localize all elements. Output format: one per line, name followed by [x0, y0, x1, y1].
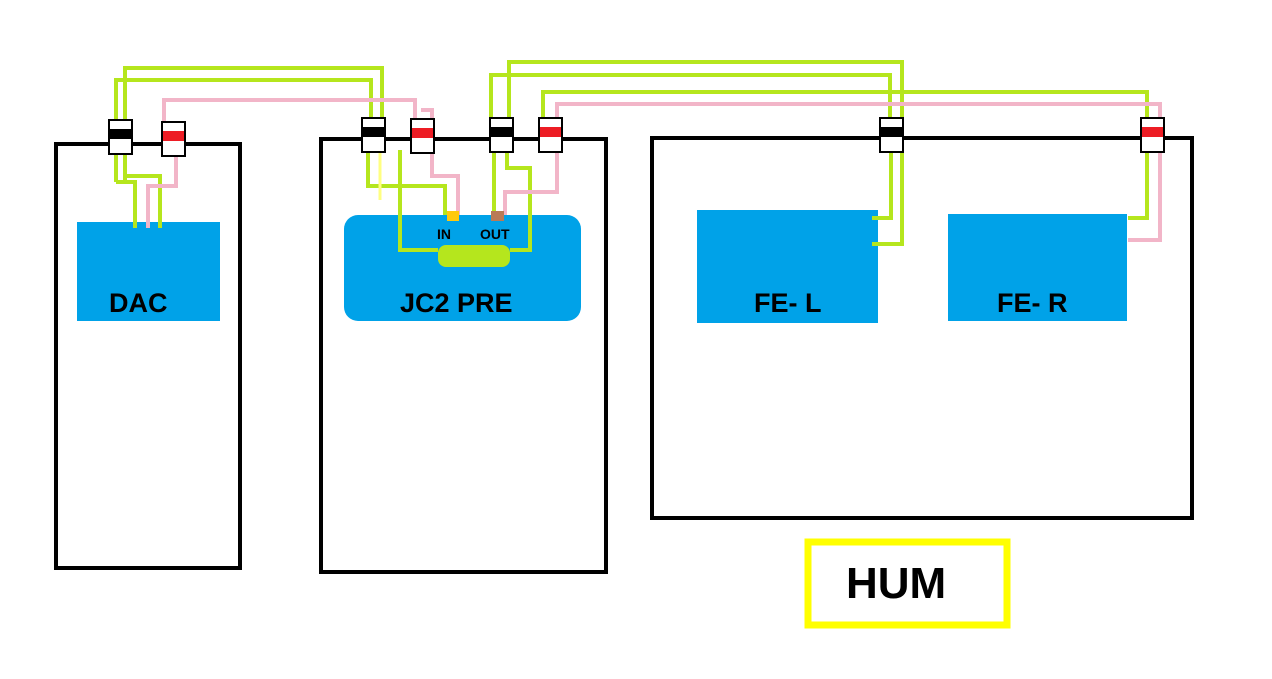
connector-band — [540, 127, 561, 137]
return-wires — [146, 98, 1162, 242]
fe-l-board — [697, 210, 878, 323]
connector-pre-in-black — [361, 117, 386, 153]
connector-dac-black — [108, 119, 133, 155]
connector-band — [881, 127, 902, 137]
jc2-component — [438, 245, 510, 267]
connector-band — [491, 127, 512, 137]
connector-amp-red — [1140, 117, 1165, 153]
jc2-label: JC2 PRE — [400, 288, 513, 318]
connector-band — [163, 131, 184, 141]
connector-pre-out-black — [489, 117, 514, 153]
fe-r-board — [948, 214, 1127, 321]
hum-label: HUM — [846, 559, 946, 608]
amp-enclosure — [650, 136, 1194, 520]
out-pad — [491, 211, 504, 221]
connector-band — [1142, 127, 1163, 137]
fe-r-label: FE- R — [997, 288, 1068, 318]
connector-dac-red — [161, 121, 186, 157]
dac-board — [77, 222, 220, 321]
hum-box — [804, 538, 1011, 629]
dac-label: DAC — [109, 288, 168, 318]
connector-pre-out-red — [538, 117, 563, 153]
connector-pre-in-red — [410, 118, 435, 154]
jc2-board — [344, 215, 581, 321]
in-pad — [447, 211, 459, 221]
jc2-enclosure — [319, 137, 608, 574]
connector-amp-black — [879, 117, 904, 153]
connector-group — [108, 117, 1165, 157]
fe-l-label: FE- L — [754, 288, 822, 318]
dac-enclosure — [54, 142, 242, 570]
out-label: OUT — [480, 226, 510, 242]
in-label: IN — [437, 226, 451, 242]
connector-band — [363, 127, 384, 137]
connector-band — [110, 129, 131, 139]
connector-band — [412, 128, 433, 138]
